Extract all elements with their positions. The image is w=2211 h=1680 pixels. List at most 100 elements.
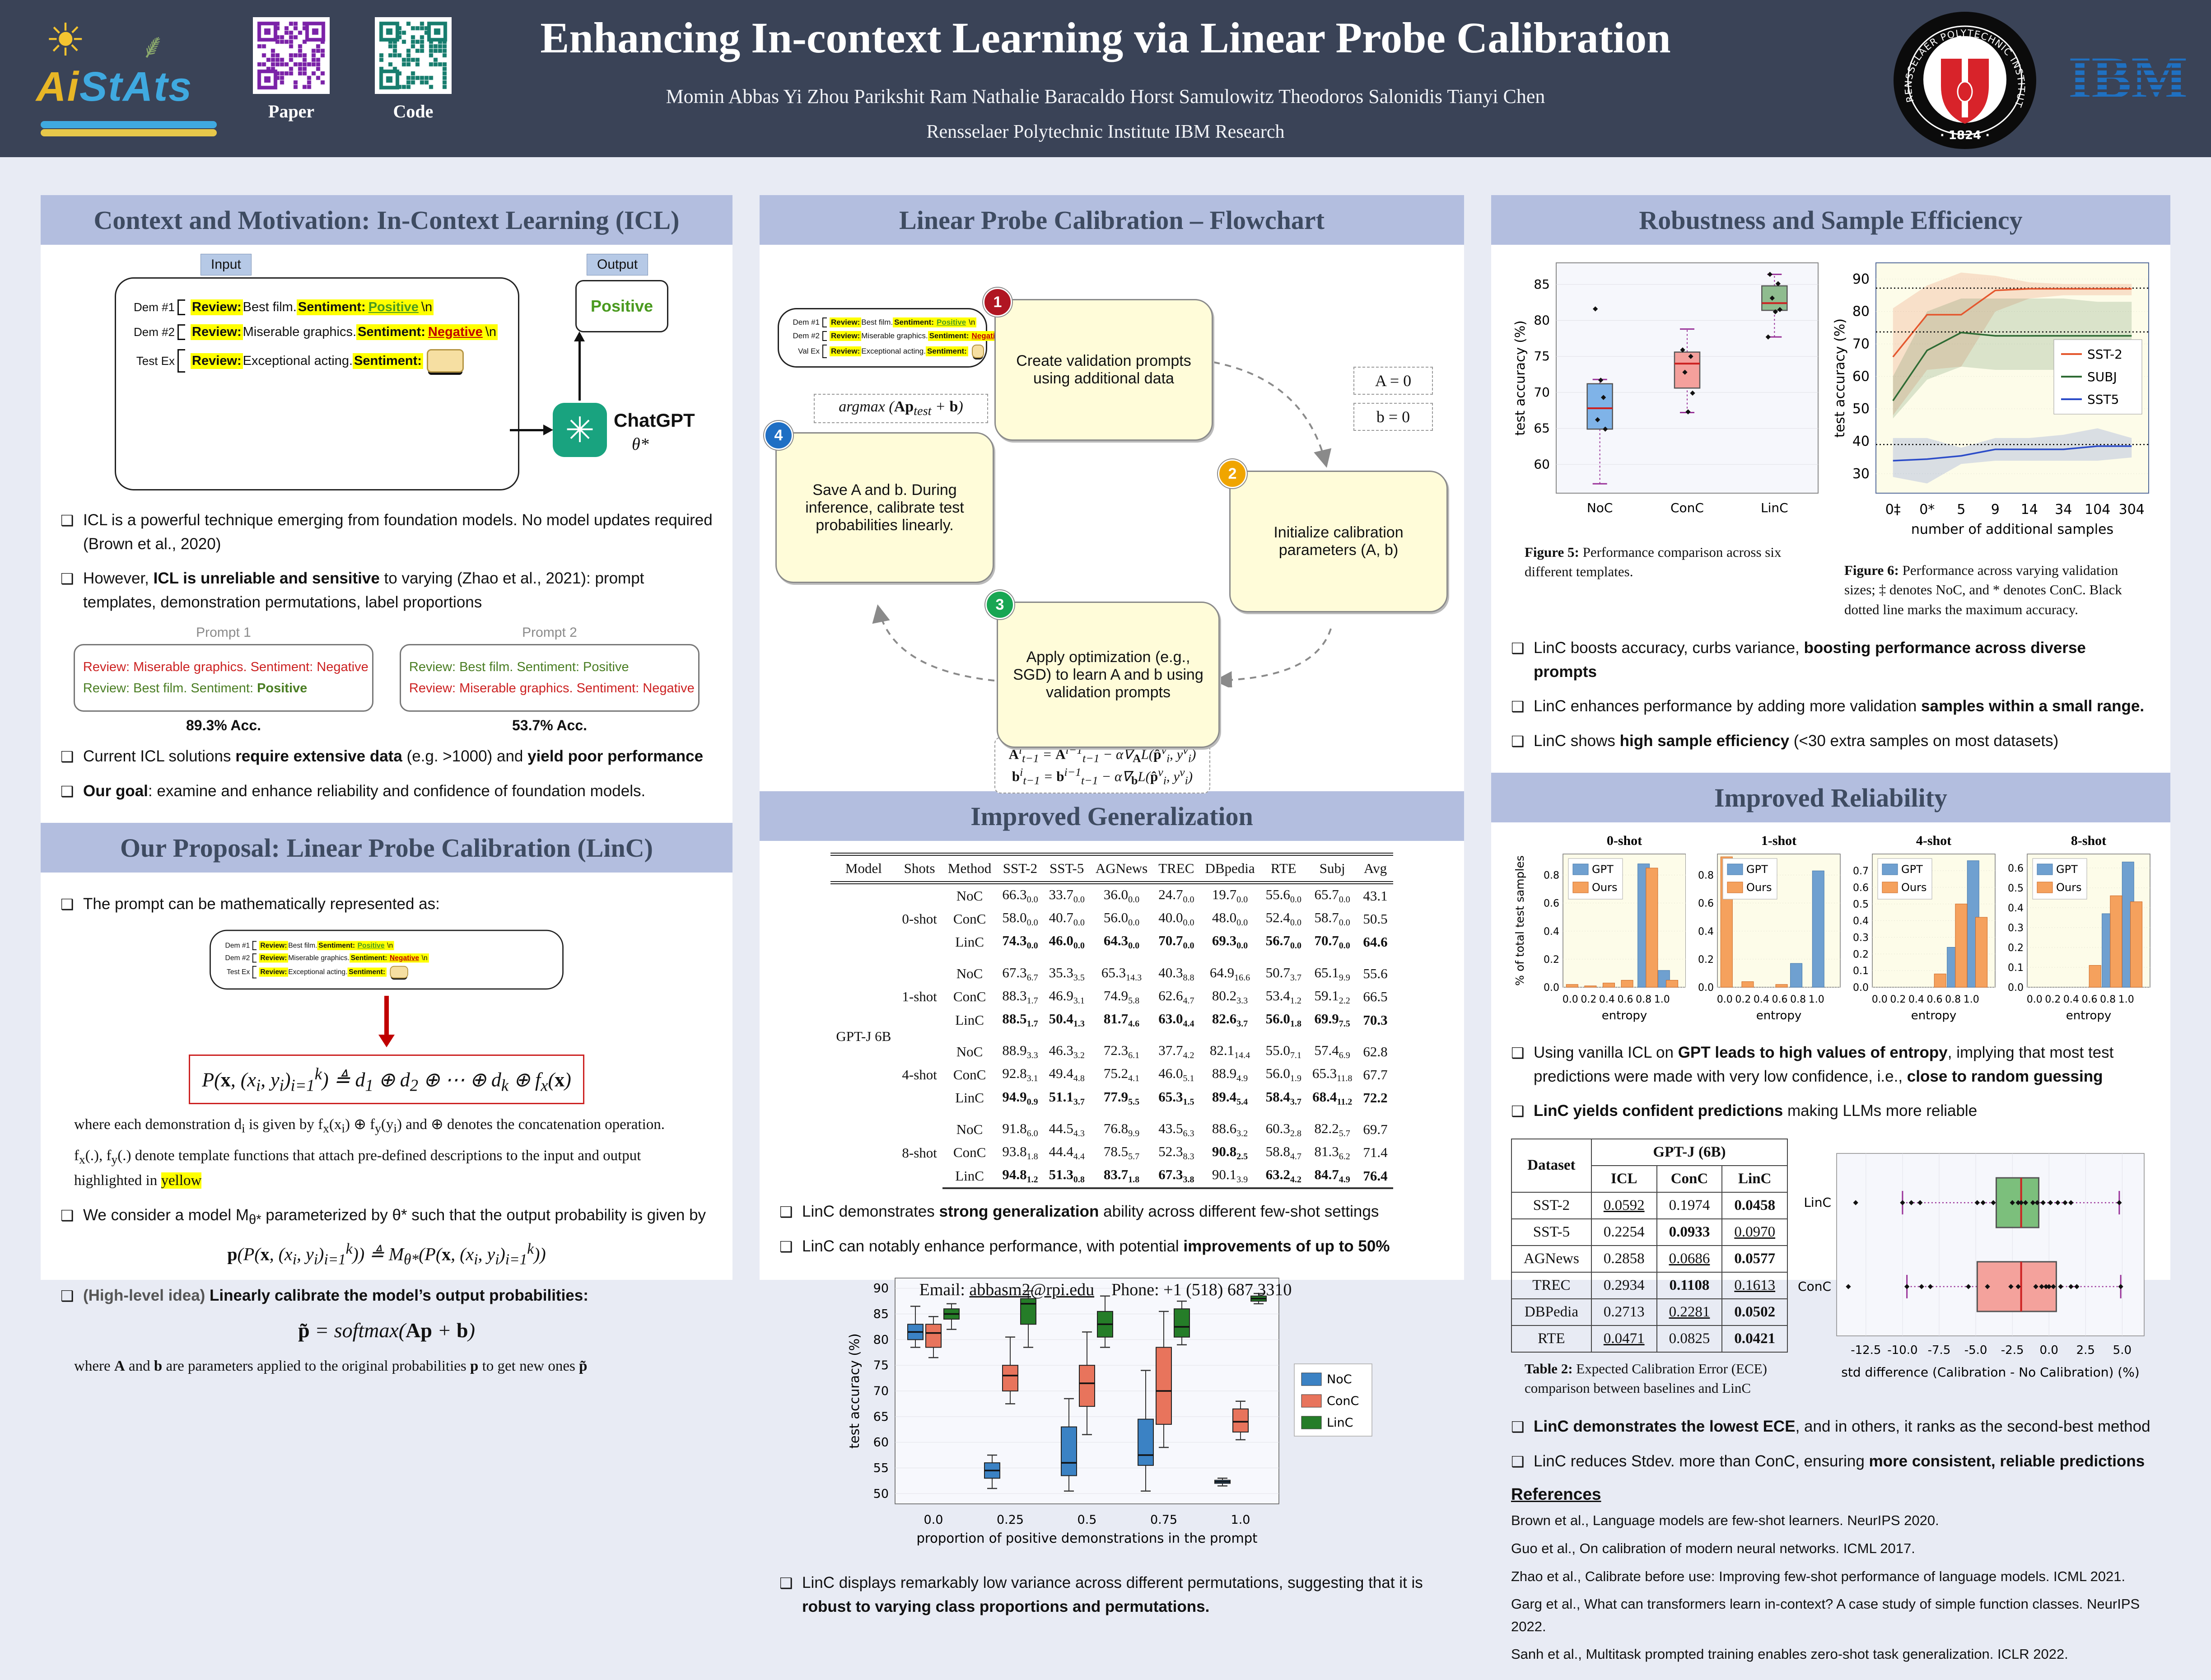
gen-method-cell: LinC <box>955 933 984 950</box>
qr-paper-block: Paper <box>253 17 330 122</box>
prompt-segment: Negative <box>388 953 420 962</box>
qr-paper-icon[interactable] <box>253 17 330 94</box>
gen-value-cell: 67.36.7 <box>1002 964 1038 983</box>
bullet-gen-2: LinC can notably enhance performance, wi… <box>779 1235 1444 1259</box>
outro-note: where A and b are parameters applied to … <box>74 1358 588 1375</box>
gen-value-cell: 93.81.8 <box>1002 1143 1038 1162</box>
prompt-segment: Sentiment: <box>353 353 423 369</box>
gen-value-cell: 84.74.9 <box>1306 1164 1358 1190</box>
section-header-robustness: Robustness and Sample Efficiency <box>1491 195 2170 245</box>
gen-col-header: AGNews <box>1090 853 1153 884</box>
ece-model-header: GPT-J (6B) <box>1591 1138 1788 1166</box>
gen-value-cell: 69.97.5 <box>1314 1010 1350 1029</box>
gen-col-header: Avg <box>1357 853 1393 884</box>
prompt-row-tag: Dem #2 <box>225 953 250 962</box>
gen-avg-cell: 43.1 <box>1363 887 1388 904</box>
gen-value-cell: 82.25.7 <box>1314 1120 1350 1139</box>
svg-text:60: 60 <box>1852 369 1870 384</box>
prompt-segment: Best film. <box>243 300 297 314</box>
svg-text:0.6: 0.6 <box>2082 994 2098 1005</box>
svg-text:0.4: 0.4 <box>1908 994 1924 1005</box>
svg-text:1-shot: 1-shot <box>1761 833 1796 848</box>
gen-value-cell: 78.55.7 <box>1103 1143 1140 1162</box>
svg-text:1.0: 1.0 <box>1809 994 1824 1005</box>
ece-value-cell: 0.0592 <box>1591 1191 1657 1219</box>
svg-text:Ours: Ours <box>1901 881 1926 894</box>
ece-value-cell: 0.0471 <box>1591 1325 1657 1353</box>
gen-value-cell: 37.74.2 <box>1158 1042 1194 1061</box>
svg-text:entropy: entropy <box>1756 1009 1802 1022</box>
ece-value-cell: 0.0970 <box>1721 1218 1788 1246</box>
poster-affiliations: Rensselaer Polytechnic Institute IBM Res… <box>926 121 1285 142</box>
prompt-segment: Best film. <box>861 318 893 327</box>
figure5-caption: Figure 5: Performance comparison across … <box>1525 544 1782 580</box>
flow-step4-number: 4 <box>764 421 793 450</box>
svg-text:0.8: 0.8 <box>1945 994 1961 1005</box>
gen-value-cell: 75.24.1 <box>1103 1065 1140 1084</box>
bullet-rob-2: LinC enhances performance by adding more… <box>1511 695 2150 719</box>
svg-text:0.6: 0.6 <box>1698 898 1714 910</box>
flow-step2-box: Initialize calibration parameters (A, b) <box>1229 471 1448 612</box>
prompt-segment: \n <box>420 953 429 962</box>
svg-text:1.0: 1.0 <box>2118 994 2134 1005</box>
bullet-prop-1: The prompt can be mathematically represe… <box>61 892 713 916</box>
gen-avg-cell: 67.7 <box>1363 1066 1388 1083</box>
gen-value-cell: 40.00.0 <box>1158 910 1194 928</box>
svg-text:GPT: GPT <box>1592 863 1614 876</box>
svg-text:0.6: 0.6 <box>1544 898 1559 910</box>
qr-code-icon[interactable] <box>375 17 452 94</box>
gen-model-cell: GPT-J 6B <box>836 1028 891 1044</box>
svg-text:55: 55 <box>873 1461 889 1475</box>
flowchart-arrows <box>872 361 1332 687</box>
gen-value-cell: 80.23.3 <box>1212 987 1248 1006</box>
bullet-icl-3: Current ICL solutions require extensive … <box>61 745 713 769</box>
ece-value-cell: 0.0825 <box>1656 1325 1723 1353</box>
softmax-formula: p̃ = softmax(Ap + b) <box>298 1319 475 1342</box>
ibm-logo: IBM <box>2068 49 2188 107</box>
ece-value-cell: 0.2254 <box>1591 1218 1657 1246</box>
svg-text:60: 60 <box>873 1436 889 1450</box>
gen-method-cell: LinC <box>955 1090 984 1106</box>
gen-value-cell: 88.31.7 <box>1002 987 1038 1006</box>
ece-dataset-cell: TREC <box>1511 1271 1592 1299</box>
svg-text:ConC: ConC <box>1670 500 1704 515</box>
prompt-segment: Positive <box>367 299 420 315</box>
svg-text:0.0: 0.0 <box>1563 994 1578 1005</box>
gen-col-header: TREC <box>1153 853 1200 884</box>
gen-value-cell: 46.05.1 <box>1158 1065 1194 1084</box>
logo-wave-blue <box>41 121 217 128</box>
gen-value-cell: 76.89.9 <box>1103 1120 1140 1139</box>
gen-value-cell: 56.01.8 <box>1265 1010 1301 1029</box>
email-link[interactable]: abbasm2@rpi.edu <box>969 1280 1095 1299</box>
prompt-segment: Sentiment: <box>356 324 427 340</box>
prompt-segment: Exceptional acting. <box>243 353 353 368</box>
gen-value-cell: 52.40.0 <box>1265 910 1301 928</box>
svg-text:70: 70 <box>873 1384 889 1398</box>
prompt-segment: \n <box>420 299 434 315</box>
flow-step3-box: Apply optimization (e.g., SGD) to learn … <box>997 602 1220 748</box>
comparison-line: Review: Best film. Sentiment: Positive <box>409 660 629 674</box>
svg-text:0.1: 0.1 <box>1853 966 1869 977</box>
svg-text:NoC: NoC <box>1587 500 1613 515</box>
svg-text:0‡: 0‡ <box>1885 502 1901 518</box>
bracket-icon <box>177 324 185 340</box>
prompt1-accuracy: 89.3% Acc. <box>186 717 261 733</box>
svg-text:SST-2: SST-2 <box>2087 347 2122 362</box>
gen-value-cell: 44.54.3 <box>1049 1120 1085 1139</box>
gen-shots-cell: 1-shot <box>902 989 937 1005</box>
gen-avg-cell: 69.7 <box>1363 1121 1388 1138</box>
gen-value-cell: 65.314.3 <box>1101 964 1142 983</box>
prompt1-title: Prompt 1 <box>196 625 251 640</box>
svg-text:14: 14 <box>2021 502 2038 518</box>
gen-value-cell: 65.311.8 <box>1312 1065 1353 1084</box>
svg-text:0.4: 0.4 <box>1698 926 1714 938</box>
